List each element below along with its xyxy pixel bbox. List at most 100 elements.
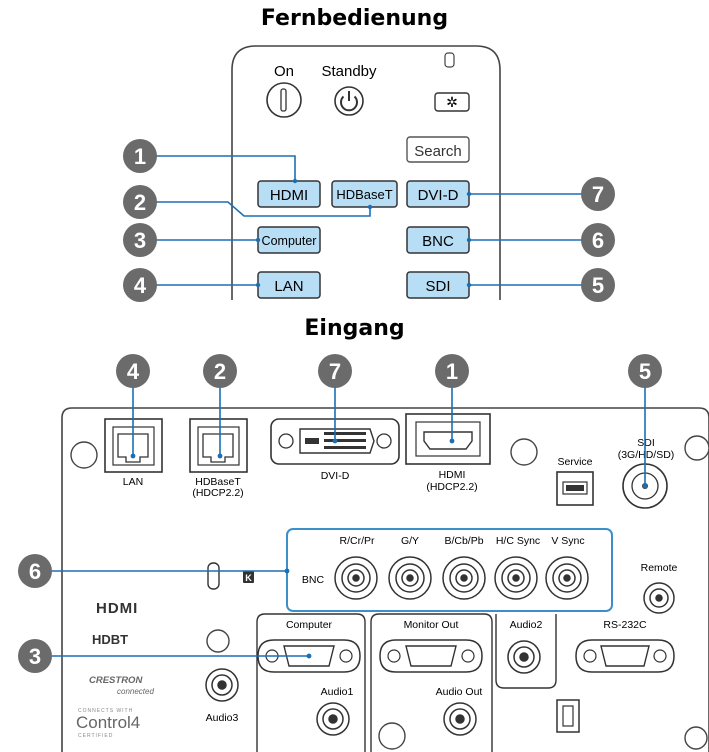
callout-7-panel bbox=[318, 354, 352, 388]
hdbaset-button[interactable] bbox=[331, 180, 398, 208]
callout-3-remote bbox=[123, 223, 157, 257]
audio2-port-label: Audio2 bbox=[510, 619, 543, 631]
screw-hole bbox=[378, 722, 406, 750]
bnc-bcbpb-label: B/Cb/Pb bbox=[444, 535, 483, 547]
screw-hole bbox=[206, 629, 230, 653]
callout-6-remote bbox=[581, 223, 615, 257]
audio2-port[interactable] bbox=[507, 640, 541, 674]
callout-2-remote bbox=[123, 185, 157, 219]
hdmi-port-sublabel: (HDCP2.2) bbox=[426, 481, 477, 493]
remote-port-label: Remote bbox=[641, 562, 678, 574]
callout-6-panel bbox=[18, 554, 52, 588]
security-slot bbox=[207, 562, 220, 590]
hdbaset-port-sublabel: (HDCP2.2) bbox=[192, 487, 243, 499]
callout-3-panel-label: 3 bbox=[29, 644, 41, 669]
bnc-rcrpr-label: R/Cr/Pr bbox=[340, 535, 376, 547]
latch-slot bbox=[556, 699, 580, 733]
crestron-logo-sub: connected bbox=[117, 687, 154, 696]
control4-logo-bottom: CERTIFIED bbox=[78, 733, 113, 739]
callout-4-remote bbox=[123, 268, 157, 302]
panel-callout-lines bbox=[52, 387, 646, 657]
remote-control: On Standby ✲ Search HDMI HDBaseT DVI-D C… bbox=[231, 45, 501, 300]
computer-port-label: Computer bbox=[286, 619, 333, 631]
on-button[interactable] bbox=[266, 82, 302, 118]
power-standby-icon bbox=[340, 91, 358, 112]
audio2-block-frame bbox=[495, 614, 557, 689]
sdi-port-label: SDI bbox=[637, 437, 655, 449]
screw-hole bbox=[684, 726, 708, 750]
rs232c-port[interactable] bbox=[575, 639, 675, 673]
crestron-logo: CRESTRON bbox=[89, 675, 143, 686]
svg-text:K: K bbox=[245, 573, 252, 583]
computer-button-label: Computer bbox=[262, 234, 317, 248]
power-on-icon bbox=[280, 88, 287, 112]
bnc-gy-label: G/Y bbox=[401, 535, 419, 547]
service-port[interactable] bbox=[556, 471, 594, 506]
monitor-out-port-label: Monitor Out bbox=[404, 619, 459, 631]
audio3-port[interactable] bbox=[205, 668, 239, 702]
callout-4-remote-label: 4 bbox=[134, 273, 147, 298]
kensington-lock-icon: K bbox=[243, 571, 254, 583]
callout-5-remote-label: 5 bbox=[592, 273, 604, 298]
remote-heading: Fernbedienung bbox=[260, 6, 449, 31]
bnc-connectors[interactable] bbox=[334, 556, 589, 600]
callout-4-panel-label: 4 bbox=[127, 359, 140, 384]
audio-out-port[interactable] bbox=[443, 702, 477, 736]
control4-logo: Control4 bbox=[76, 713, 140, 732]
sdi-port-sublabel: (3G/HD/SD) bbox=[618, 449, 675, 461]
callout-5-panel-label: 5 bbox=[639, 359, 651, 384]
search-label: Search bbox=[414, 143, 462, 160]
callout-2-remote-label: 2 bbox=[134, 190, 146, 215]
callout-3-remote-label: 3 bbox=[134, 228, 146, 253]
standby-label: Standby bbox=[321, 63, 377, 80]
hdmi-port-label: HDMI bbox=[439, 469, 466, 481]
hdbaset-port-label: HDBaseT bbox=[195, 476, 241, 488]
hdbt-logo: HDBT bbox=[92, 632, 128, 647]
callout-4-panel bbox=[116, 354, 150, 388]
callout-1-panel bbox=[435, 354, 469, 388]
bnc-button-label: BNC bbox=[422, 233, 454, 250]
callout-2-panel bbox=[203, 354, 237, 388]
audio3-port-label: Audio3 bbox=[206, 712, 239, 724]
lan-button-label: LAN bbox=[274, 278, 303, 295]
callout-2-panel-label: 2 bbox=[214, 359, 226, 384]
control4-logo-top: CONNECTS WITH bbox=[78, 708, 133, 714]
indicator-icon bbox=[444, 52, 455, 68]
hdbaset-port[interactable] bbox=[189, 418, 248, 473]
rs232c-port-label: RS-232C bbox=[603, 619, 647, 631]
callout-1-remote bbox=[123, 139, 157, 173]
hdbaset-button-label: HDBaseT bbox=[336, 187, 392, 202]
hdmi-port[interactable] bbox=[405, 413, 491, 465]
callout-5-panel bbox=[628, 354, 662, 388]
bnc-group-label: BNC bbox=[302, 574, 325, 586]
hdmi-button-label: HDMI bbox=[270, 187, 308, 204]
callout-5-remote bbox=[581, 268, 615, 302]
light-icon: ✲ bbox=[446, 94, 458, 110]
hdmi-button[interactable] bbox=[257, 180, 321, 208]
remote-port[interactable] bbox=[643, 582, 675, 614]
audio1-port[interactable] bbox=[316, 702, 350, 736]
monitor-out-port[interactable] bbox=[379, 639, 483, 673]
service-port-label: Service bbox=[557, 456, 592, 468]
remote-callout-lines bbox=[152, 155, 590, 286]
callout-3-panel bbox=[18, 639, 52, 673]
audio-out-port-label: Audio Out bbox=[436, 686, 483, 698]
screw-hole bbox=[684, 435, 709, 461]
on-label: On bbox=[274, 63, 294, 80]
bnc-hcsync-label: H/C Sync bbox=[496, 535, 540, 547]
sdi-button-label: SDI bbox=[425, 278, 450, 295]
callout-7-remote-label: 7 bbox=[592, 182, 604, 207]
bnc-vsync-label: V Sync bbox=[551, 535, 584, 547]
screw-hole bbox=[70, 441, 98, 469]
dvid-button-label: DVI-D bbox=[418, 187, 459, 204]
light-button[interactable] bbox=[434, 92, 470, 112]
search-button[interactable] bbox=[406, 136, 470, 163]
callout-7-remote bbox=[581, 177, 615, 211]
input-panel bbox=[61, 407, 709, 752]
callout-1-panel-label: 1 bbox=[446, 359, 458, 384]
audio1-port-label: Audio1 bbox=[321, 686, 354, 698]
lan-port-label: LAN bbox=[123, 476, 143, 488]
computer-block-frame bbox=[256, 613, 366, 752]
input-heading: Eingang bbox=[304, 316, 405, 341]
